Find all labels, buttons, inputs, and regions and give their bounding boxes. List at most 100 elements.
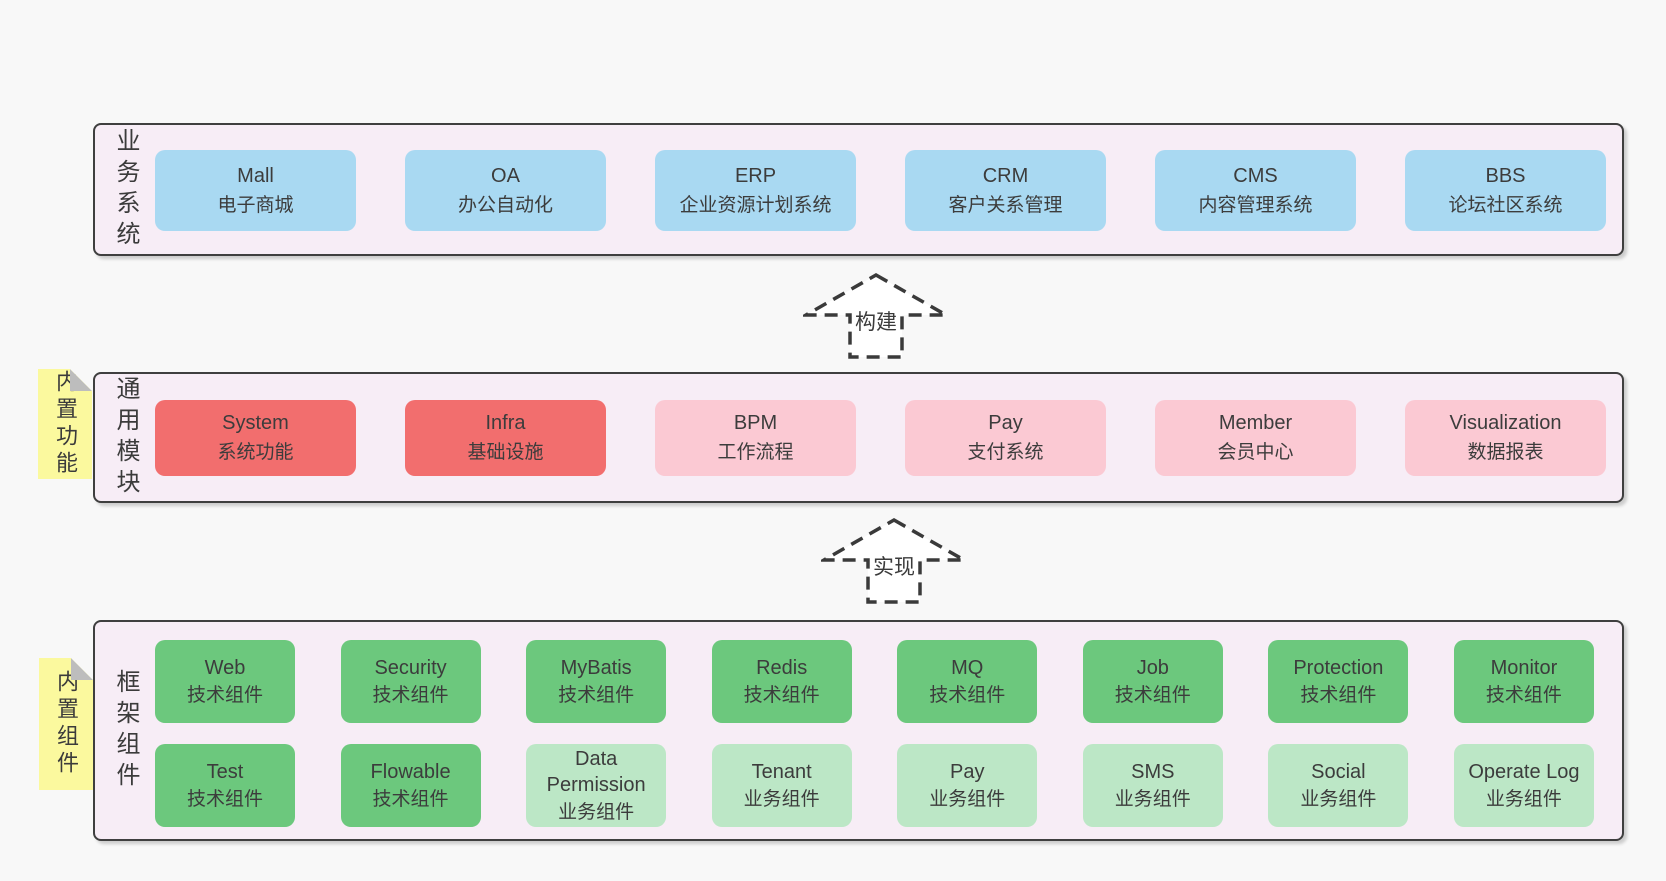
module-box-member: Member 会员中心 [1155,400,1356,476]
module-box-visualization: Visualization 数据报表 [1405,400,1606,476]
box-desc: 客户关系管理 [948,194,1063,216]
box-name: Job [1136,656,1169,679]
box-desc: 电子商城 [217,194,294,216]
box-desc: 办公自动化 [457,194,553,216]
box-name: CRM [982,164,1029,187]
box-name: Pay [950,760,985,783]
box-desc: 企业资源计划系统 [679,194,832,216]
component-box-test: Test 技术组件 [155,744,295,827]
box-desc: 业务组件 [743,788,820,810]
component-box-mq: MQ 技术组件 [897,640,1038,723]
box-name: System [222,412,289,435]
box-desc: 技术组件 [743,684,820,706]
box-desc: 内容管理系统 [1198,194,1313,216]
box-name: Infra [485,412,526,435]
component-box-web: Web 技术组件 [155,640,295,723]
box-name: Test [206,760,244,783]
up-arrow-icon: 实现 [817,517,971,604]
box-name: Redis [756,656,808,679]
box-desc: 技术组件 [929,684,1006,706]
box-desc: 数据报表 [1467,442,1544,464]
system-box-cms: CMS 内容管理系统 [1155,150,1356,231]
box-desc: 技术组件 [1300,684,1377,706]
box-name: Visualization [1449,412,1562,435]
box-desc: 业务组件 [558,801,635,823]
band-framework-components: 框架组件 Web 技术组件 Security 技术组件 MyBatis 技术组件… [93,620,1624,841]
box-name: Mall [237,164,274,187]
box-name: BPM [733,412,778,435]
box-desc: 业务组件 [929,788,1006,810]
box-name: MyBatis [560,656,632,679]
component-box-security: Security 技术组件 [340,640,481,723]
component-box-protection: Protection 技术组件 [1268,640,1409,723]
box-desc: 技术组件 [372,684,449,706]
module-box-pay: Pay 支付系统 [905,400,1106,476]
box-name: Member [1218,412,1293,435]
business-systems-row: Mall 电子商城 OA 办公自动化 ERP 企业资源计划系统 CRM 客户关系… [155,150,1606,231]
box-name: Social [1311,760,1366,783]
system-box-crm: CRM 客户关系管理 [905,150,1106,231]
system-box-oa: OA 办公自动化 [405,150,606,231]
box-name: Monitor [1490,656,1558,679]
component-box-flowable: Flowable 技术组件 [340,744,481,827]
system-box-erp: ERP 企业资源计划系统 [655,150,856,231]
box-name: OA [491,164,520,187]
framework-components-row-2: Test 技术组件 Flowable 技术组件 Data Permission … [155,744,1594,827]
box-desc: 技术组件 [186,788,263,810]
component-box-social: Social 业务组件 [1268,744,1409,827]
component-box-data-permission: Data Permission 业务组件 [526,744,667,827]
component-box-redis: Redis 技术组件 [711,640,852,723]
box-name: Tenant [751,760,812,783]
sticky-note-built-in-features: 内置功能 [38,369,92,479]
up-arrow-icon: 构建 [799,272,953,359]
box-name: CMS [1233,164,1278,187]
system-box-mall: Mall 电子商城 [155,150,356,231]
common-modules-row: System 系统功能 Infra 基础设施 BPM 工作流程 Pay 支付系统… [155,400,1606,476]
box-name: Data Permission [546,747,646,796]
system-box-bbs: BBS 论坛社区系统 [1405,150,1606,231]
component-box-mybatis: MyBatis 技术组件 [526,640,667,723]
box-desc: 技术组件 [372,788,449,810]
box-name: BBS [1485,164,1526,187]
sticky-note-label: 内置功能 [53,370,78,478]
module-box-bpm: BPM 工作流程 [655,400,856,476]
box-name: Pay [988,412,1023,435]
box-name: Web [204,656,246,679]
band-label-business-systems: 业务系统 [112,127,139,252]
component-box-operate-log: Operate Log 业务组件 [1453,744,1594,827]
arrow-label: 构建 [855,311,897,334]
band-common-modules: 通用模块 System 系统功能 Infra 基础设施 BPM 工作流程 Pay… [93,372,1624,503]
box-name: Operate Log [1468,760,1580,783]
box-desc: 系统功能 [217,442,294,464]
band-business-systems: 业务系统 Mall 电子商城 OA 办公自动化 ERP 企业资源计划系统 CRM… [93,123,1624,256]
box-name: ERP [734,164,777,187]
box-name: Flowable [370,760,451,783]
sticky-note-label: 内置组件 [54,670,79,778]
box-desc: 会员中心 [1217,442,1294,464]
box-desc: 工作流程 [717,442,794,464]
band-label-framework-components: 框架组件 [112,668,139,793]
box-name: Security [374,656,447,679]
box-name: SMS [1131,760,1175,783]
box-desc: 技术组件 [1485,684,1562,706]
component-box-monitor: Monitor 技术组件 [1453,640,1594,723]
box-desc: 业务组件 [1485,788,1562,810]
component-box-tenant: Tenant 业务组件 [711,744,852,827]
arrow-build: 构建 [799,272,953,360]
framework-components-row-1: Web 技术组件 Security 技术组件 MyBatis 技术组件 Redi… [155,640,1594,723]
box-name: Protection [1293,656,1384,679]
box-desc: 业务组件 [1300,788,1377,810]
box-name: MQ [951,656,984,679]
box-desc: 论坛社区系统 [1448,194,1563,216]
module-box-system: System 系统功能 [155,400,356,476]
component-box-pay: Pay 业务组件 [897,744,1038,827]
band-label-common-modules: 通用模块 [112,375,139,500]
box-desc: 支付系统 [967,442,1044,464]
arrow-implement: 实现 [817,517,971,605]
box-desc: 业务组件 [1114,788,1191,810]
module-box-infra: Infra 基础设施 [405,400,606,476]
sticky-note-built-in-components: 内置组件 [39,658,93,790]
component-box-job: Job 技术组件 [1082,640,1223,723]
box-desc: 技术组件 [558,684,635,706]
